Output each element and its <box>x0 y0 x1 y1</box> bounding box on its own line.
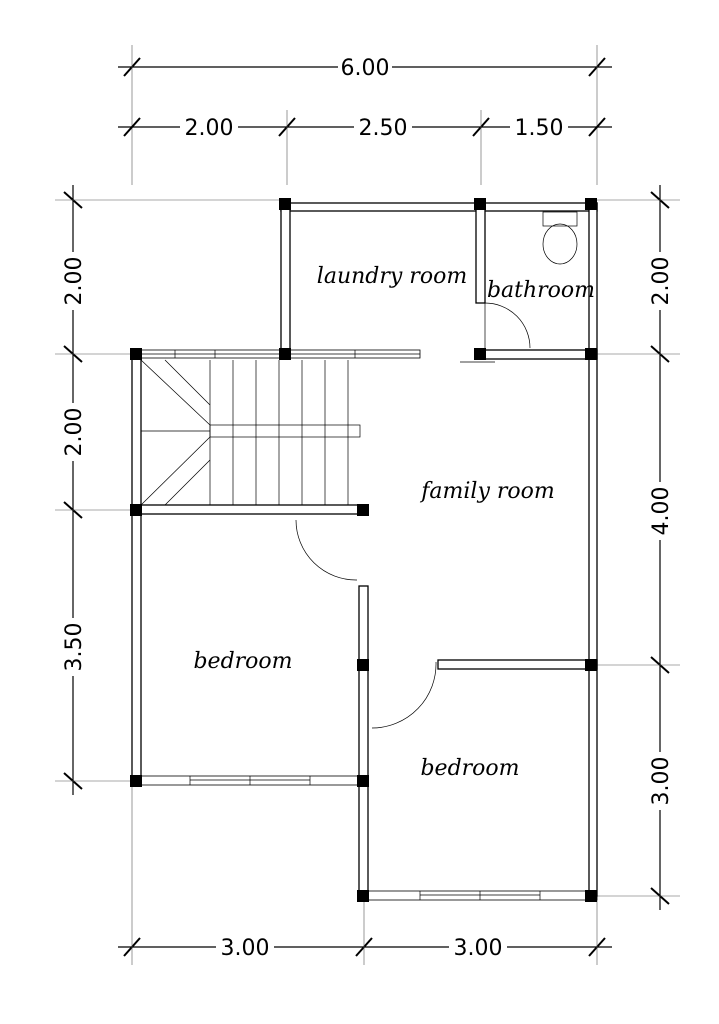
staircase <box>140 359 361 506</box>
label-bedroom-left: bedroom <box>193 649 292 674</box>
room-labels: laundry room bathroom family room bedroo… <box>193 264 595 781</box>
dim-right-1: 2.00 <box>649 257 674 306</box>
label-bathroom: bathroom <box>487 278 595 303</box>
label-laundry-room: laundry room <box>317 264 467 289</box>
doors <box>295 302 531 729</box>
dim-bottom-2: 3.00 <box>454 936 503 961</box>
dim-top-3: 1.50 <box>515 116 564 141</box>
dim-top-2: 2.50 <box>359 116 408 141</box>
dim-top-1: 2.00 <box>185 116 234 141</box>
label-bedroom-right: bedroom <box>420 756 519 781</box>
columns <box>130 198 597 902</box>
dim-top-total: 6.00 <box>341 56 390 81</box>
dim-right-3: 3.00 <box>649 757 674 806</box>
dim-right-2: 4.00 <box>649 487 674 536</box>
dim-left-1: 2.00 <box>62 257 87 306</box>
dim-left-2: 2.00 <box>62 408 87 457</box>
dim-left-3: 3.50 <box>62 623 87 672</box>
bathroom-door-swing <box>484 302 531 349</box>
window-mullions <box>174 350 541 900</box>
toilet-icon <box>542 211 578 265</box>
bedroom-left-door-swing <box>295 519 358 581</box>
walls <box>131 202 598 901</box>
label-family-room: family room <box>419 479 554 504</box>
dimension-labels: 6.00 2.00 2.50 1.50 2.00 2.00 3.50 2.00 … <box>59 52 674 961</box>
dim-bottom-1: 3.00 <box>221 936 270 961</box>
bedroom-right-door-swing <box>371 661 437 729</box>
